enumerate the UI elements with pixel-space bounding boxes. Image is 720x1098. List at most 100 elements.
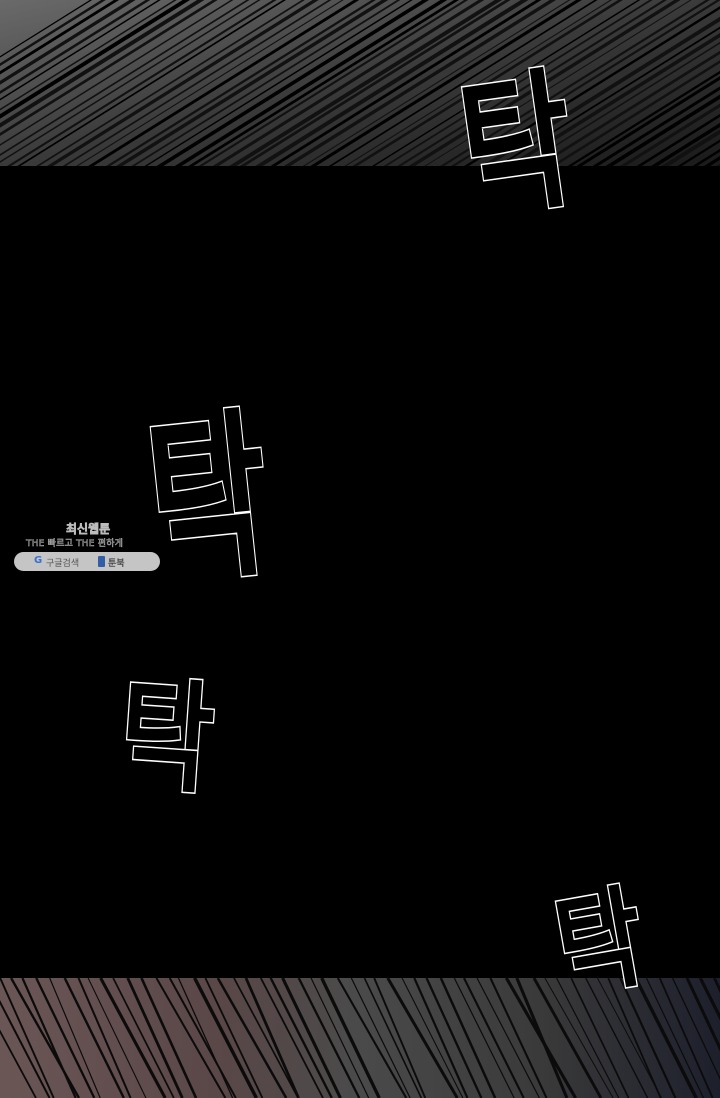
- speed-line: [567, 70, 720, 166]
- speed-line: [383, 0, 653, 166]
- speed-line: [174, 0, 448, 166]
- sfx-tak-1: 탁: [449, 51, 585, 241]
- speed-line: [0, 0, 261, 163]
- speed-line: [188, 0, 460, 166]
- speed-line: [439, 978, 497, 1098]
- speed-line: [63, 978, 125, 1098]
- speed-line: [497, 26, 720, 166]
- book-icon: [98, 556, 105, 567]
- speed-line: [229, 0, 503, 166]
- speed-line: [386, 978, 459, 1098]
- speed-line: [0, 0, 218, 137]
- watermark-search-pill: G 구글검색 툰북: [14, 552, 160, 571]
- speed-line: [328, 0, 598, 166]
- speed-line: [112, 978, 175, 1098]
- speed-line: [605, 94, 720, 166]
- speed-line: [131, 0, 401, 166]
- speed-line: [0, 0, 177, 111]
- speed-line: [0, 0, 151, 94]
- speed-line: [408, 0, 681, 166]
- speed-line: [88, 0, 360, 166]
- speed-line: [0, 0, 120, 75]
- speed-line: [658, 978, 714, 1098]
- speed-line: [198, 0, 469, 166]
- speed-line: [260, 978, 324, 1098]
- speed-line: [350, 978, 411, 1098]
- watermark-title: 최신웹툰: [66, 522, 111, 537]
- speed-line: [17, 0, 287, 166]
- speed-line: [0, 1029, 37, 1098]
- speed-line: [463, 978, 525, 1098]
- speed-line: [156, 0, 430, 166]
- speed-line: [677, 139, 720, 166]
- speed-line: [424, 0, 692, 166]
- speed-line: [489, 978, 548, 1098]
- speed-line: [619, 103, 720, 166]
- speed-line: [344, 0, 613, 166]
- speed-line: [373, 978, 427, 1098]
- speed-line: [46, 0, 319, 166]
- speed-line: [0, 0, 250, 156]
- speed-line: [270, 0, 542, 166]
- speed-line: [302, 0, 571, 166]
- speed-line: [576, 76, 720, 166]
- sfx-tak-3: 탁: [114, 665, 220, 813]
- speed-line: [425, 978, 483, 1098]
- speed-line: [532, 978, 603, 1098]
- speed-line: [556, 978, 620, 1098]
- speed-line: [126, 978, 184, 1098]
- bottom-speed-lines: [0, 978, 720, 1098]
- speed-line: [464, 6, 720, 166]
- speed-line: [336, 978, 408, 1098]
- speed-line: [481, 16, 720, 166]
- speed-line: [521, 41, 720, 166]
- speed-line: [35, 978, 96, 1098]
- speed-line: [310, 978, 370, 1098]
- speed-line: [372, 0, 641, 166]
- speed-line: [0, 0, 106, 67]
- speed-line: [77, 978, 132, 1098]
- speed-line: [36, 0, 305, 166]
- speed-line: [49, 978, 101, 1098]
- speed-line: [685, 978, 720, 1052]
- speed-line: [596, 978, 662, 1098]
- speed-line: [216, 978, 288, 1098]
- speed-line: [297, 978, 361, 1098]
- speed-line: [193, 978, 258, 1098]
- watermark-subtitle: THE 빠르고 THE 편하게: [26, 539, 124, 550]
- speed-line: [233, 978, 299, 1098]
- speed-line: [698, 978, 720, 1021]
- speed-line: [607, 978, 662, 1098]
- speed-line: [450, 0, 720, 166]
- speed-line: [320, 978, 381, 1098]
- speed-line: [255, 0, 529, 166]
- speed-line: [239, 0, 511, 166]
- speed-line: [440, 0, 710, 166]
- speed-line: [7, 0, 277, 166]
- speed-line: [0, 978, 55, 1098]
- speed-line: [453, 978, 515, 1098]
- speed-line: [310, 0, 582, 166]
- speed-line: [155, 978, 227, 1098]
- speed-line: [0, 0, 234, 146]
- top-speed-lines: [0, 0, 720, 166]
- speed-line: [144, 0, 413, 166]
- speed-line: [0, 0, 161, 101]
- speed-line: [87, 978, 147, 1098]
- speed-line: [592, 86, 720, 166]
- speed-line: [619, 978, 677, 1098]
- speed-line: [476, 978, 540, 1098]
- speed-line: [0, 0, 190, 119]
- speed-line: [269, 978, 333, 1098]
- speed-line: [550, 60, 720, 166]
- speed-line: [281, 978, 342, 1098]
- speed-line: [515, 978, 569, 1098]
- watermark: 최신웹툰 THE 빠르고 THE 편하게 G 구글검색 툰북: [14, 520, 162, 574]
- speed-line: [0, 0, 136, 85]
- speed-line: [99, 978, 167, 1098]
- speed-line: [140, 978, 198, 1098]
- speed-line: [645, 978, 705, 1098]
